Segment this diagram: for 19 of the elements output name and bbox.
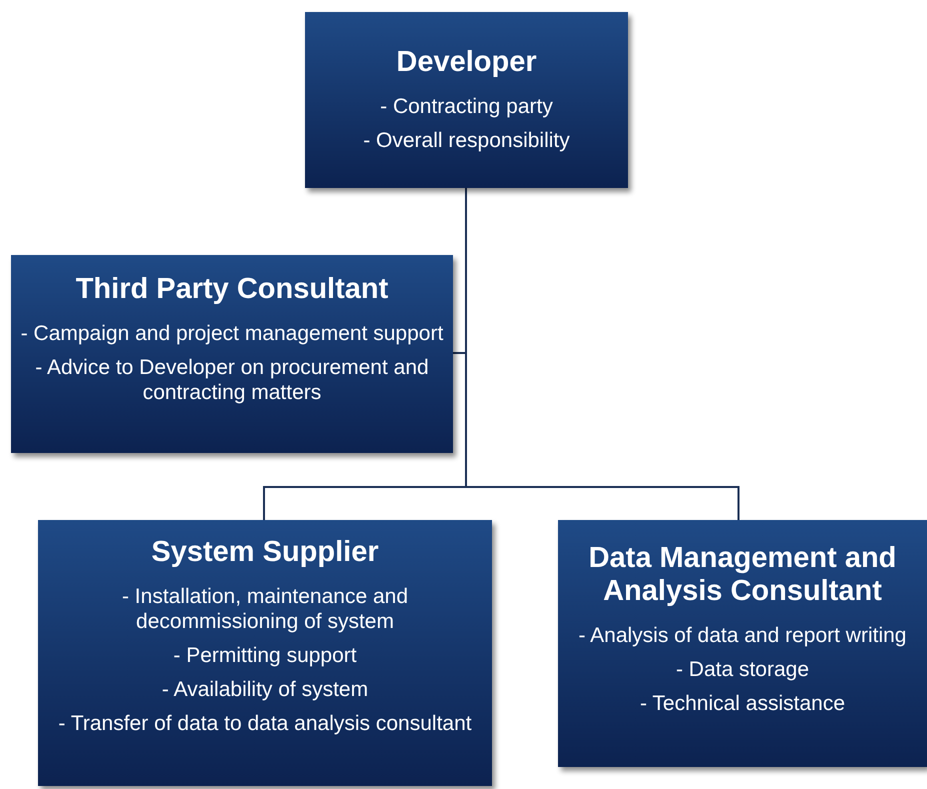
org-box [558,520,927,767]
org-box [38,520,492,786]
org-box [305,12,628,188]
box-title: Data Management and Analysis Consultant [588,542,898,608]
box-title: Third Party Consultant [76,273,388,306]
list-item: - Permitting support [173,643,357,668]
list-item: - Installation, maintenance and decommissioning of system [120,584,409,634]
list-item: - Availability of system [162,677,368,702]
list-item: - Analysis of data and report writing [578,623,906,648]
list-item: - Contracting party [380,94,553,119]
box-title: System Supplier [151,536,379,569]
list-item: - Overall responsibility [363,128,570,153]
box-title: Developer [396,46,537,79]
list-item: - Advice to Developer on procurement and contracting matters [34,355,430,405]
org-box [11,255,453,453]
list-item: - Data storage [676,657,810,682]
list-item: - Transfer of data to data analysis consultant [58,711,472,736]
list-item: - Technical assistance [640,691,846,716]
list-item: - Campaign and project management support [20,321,444,346]
